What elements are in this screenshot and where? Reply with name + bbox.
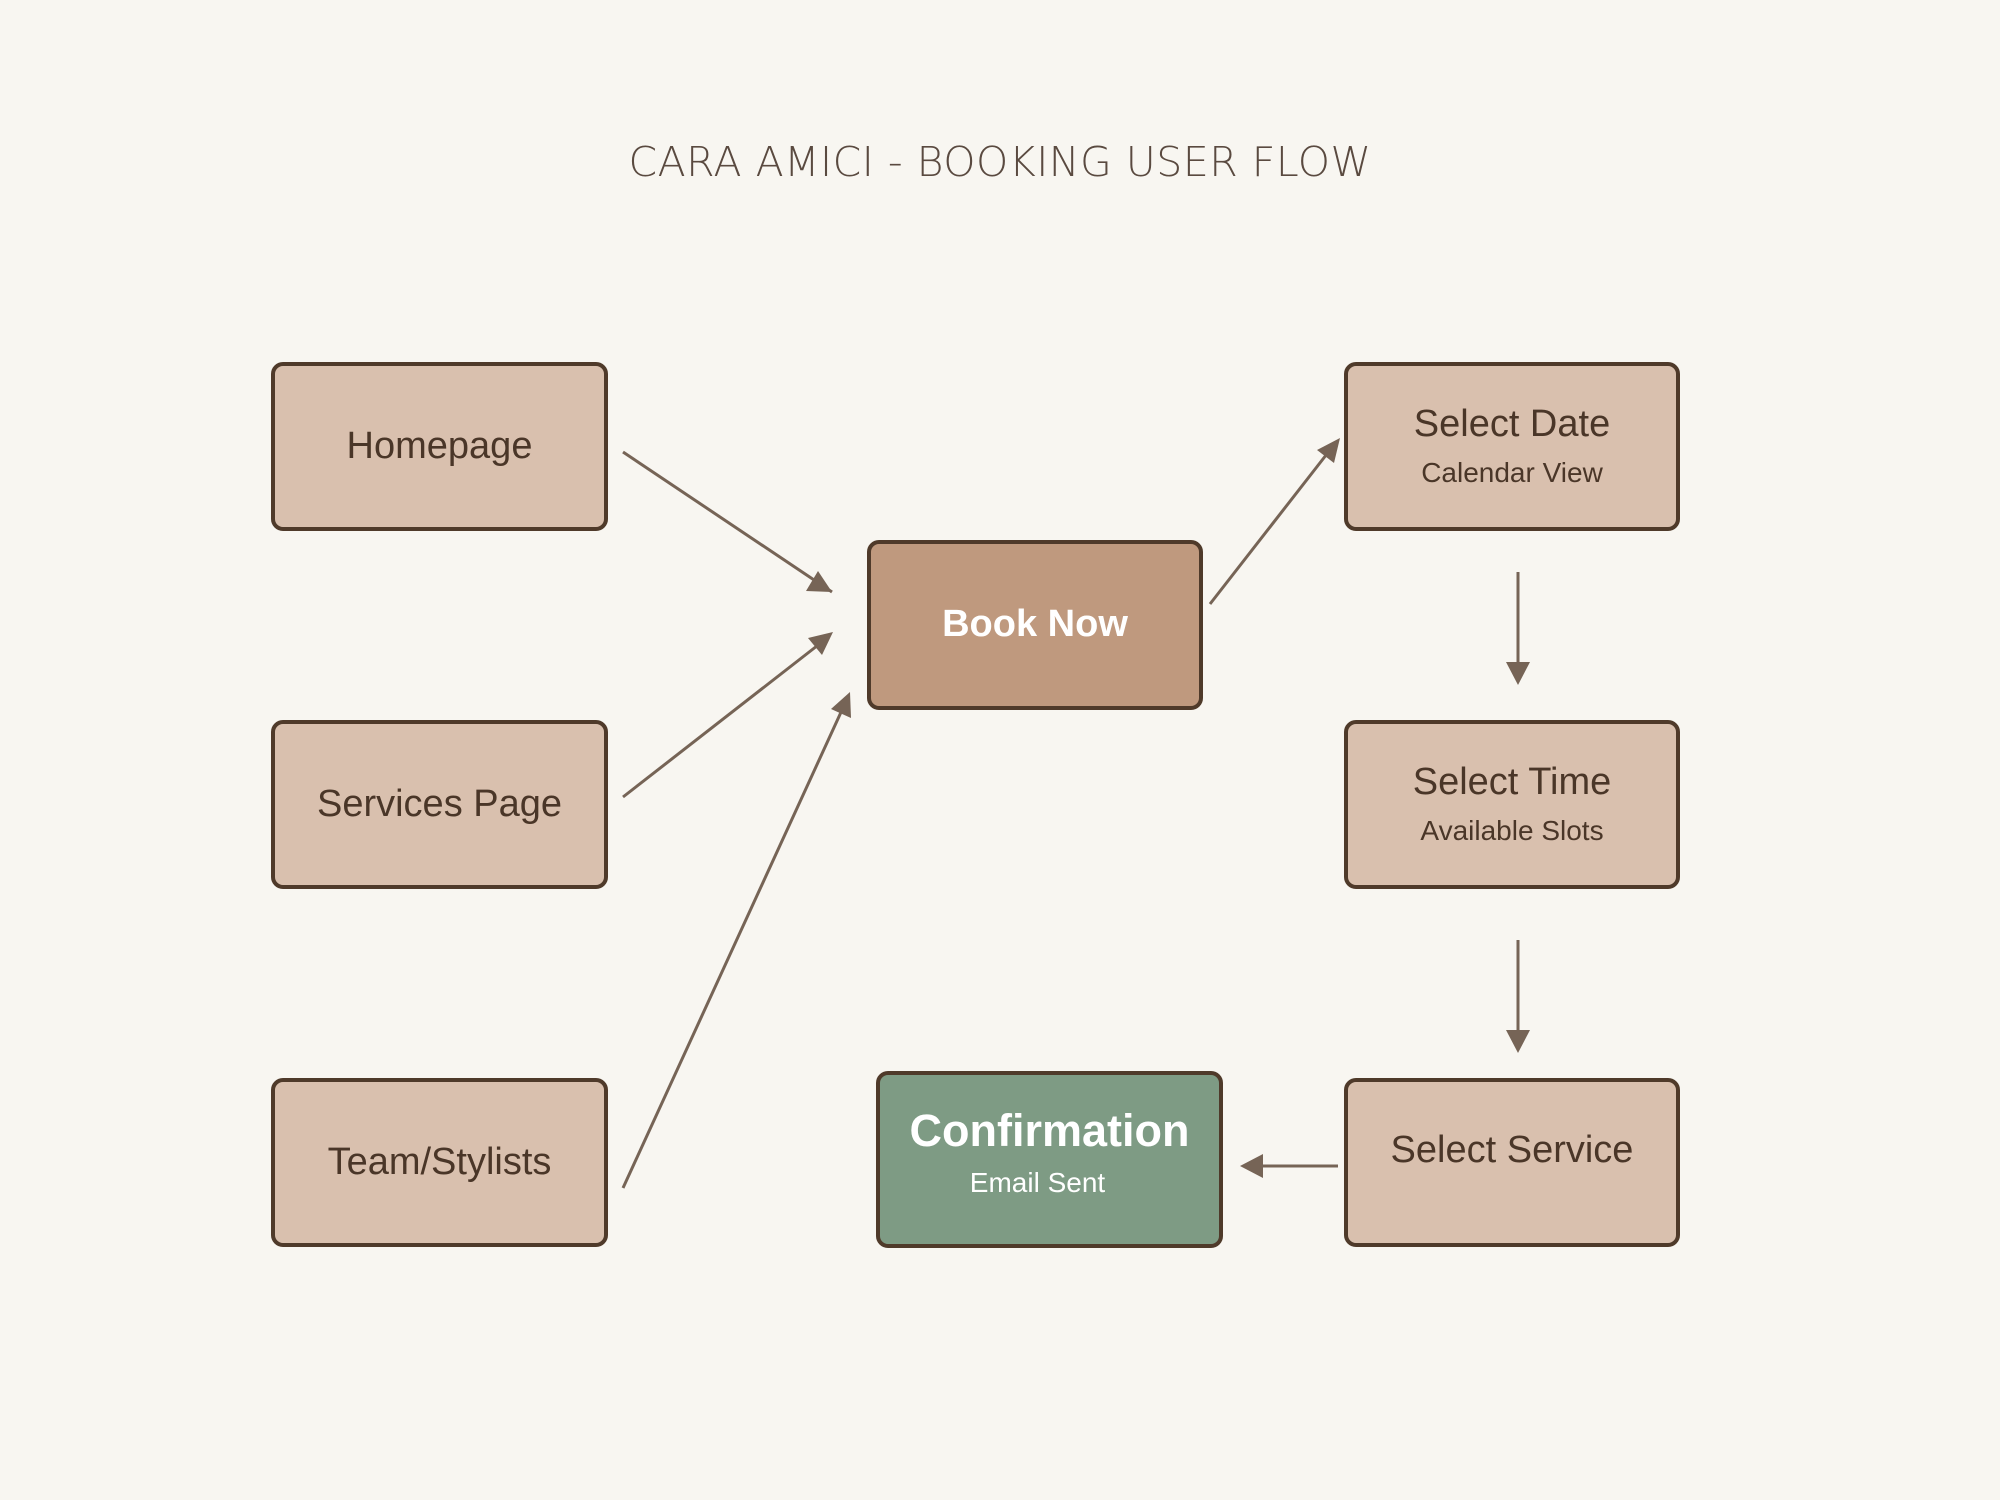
node-label: Select Service [1390,1128,1634,1171]
node-select-service[interactable]: Select Service [1344,1078,1680,1247]
node-homepage[interactable]: Homepage [271,362,608,531]
diagram-title: CARA AMICI - BOOKING USER FLOW [628,138,1372,186]
arrowhead-homepage [806,571,832,592]
arrowhead-date [1317,438,1340,463]
node-label: Homepage [346,424,533,467]
node-select-time[interactable]: Select Time Available Slots [1344,720,1680,889]
arrowhead-services [808,632,833,655]
arrow-services-to-book-now [622,640,823,799]
node-select-date[interactable]: Select Date Calendar View [1344,362,1680,531]
node-services-page[interactable]: Services Page [271,720,608,889]
node-sublabel: Email Sent [969,1167,1106,1199]
node-confirmation[interactable]: Confirmation Email Sent [876,1071,1223,1248]
node-label: Confirmation [909,1104,1190,1156]
arrow-homepage-to-book-now [622,450,833,594]
node-label: Select Date [1413,402,1611,445]
arrowhead-confirmation [1240,1154,1263,1178]
node-label: Team/Stylists [327,1140,552,1183]
node-sublabel: Calendar View [1421,457,1603,489]
arrowhead-service [1506,1030,1530,1053]
arrowhead-team [831,692,851,718]
arrowhead-time [1506,662,1530,685]
node-label: Select Time [1412,760,1612,803]
node-sublabel: Available Slots [1420,815,1604,847]
node-label: Book Now [942,603,1128,646]
arrow-team-to-book-now [621,709,844,1189]
node-label: Services Page [316,782,562,825]
arrow-book-now-to-date [1208,449,1332,605]
node-team-stylists[interactable]: Team/Stylists [271,1078,608,1247]
node-book-now[interactable]: Book Now [867,540,1203,710]
